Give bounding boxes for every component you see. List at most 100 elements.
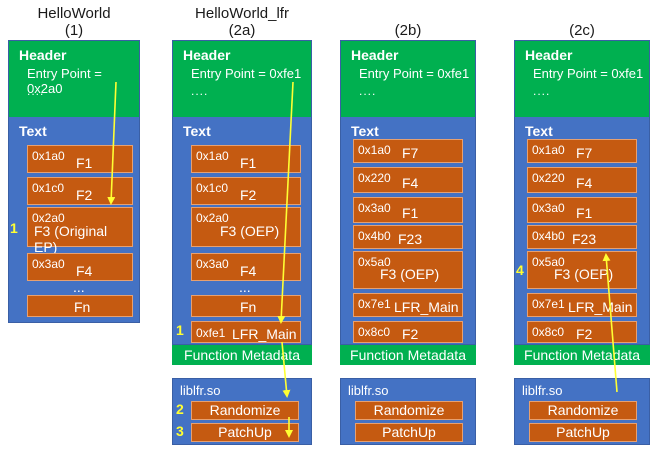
function-name: F23: [398, 231, 423, 247]
step-4-marker: 4: [516, 262, 524, 278]
step-3-marker: 3: [176, 423, 184, 439]
function-metadata-2b: Function Metadata: [340, 345, 476, 365]
function-address: 0x5a0: [532, 255, 565, 269]
function-address: 0x8c0: [358, 325, 391, 339]
function-address: 0x1a0: [358, 143, 391, 157]
header-section-2b: Header Entry Point = 0xfe1 ....: [341, 41, 475, 117]
step-2-marker: 2: [176, 401, 184, 417]
binary-panel-2c: Header Entry Point = 0xfe1 .... Text 0x1…: [514, 40, 650, 345]
function-name: LFR_Main: [232, 326, 297, 342]
function-block: 0x7e1 LFR_Main: [353, 293, 463, 317]
function-address: 0x3a0: [32, 257, 65, 271]
function-block: 0x3a0 F1: [527, 197, 637, 223]
function-block: 0x5a0 F3 (OEP): [527, 251, 637, 289]
function-name: Fn: [240, 299, 257, 315]
column-title-1-name: HelloWorld: [37, 5, 111, 22]
function-address: 0x1a0: [532, 143, 565, 157]
randomize-block: Randomize: [191, 401, 299, 420]
function-metadata-2a: Function Metadata: [172, 345, 312, 365]
function-name: F4: [576, 175, 593, 191]
randomize-block: Randomize: [355, 401, 463, 420]
function-name: F3 (OEP): [554, 266, 614, 282]
function-block: 0x1a0 F7: [527, 139, 637, 163]
function-address: 0x7e1: [358, 297, 391, 311]
column-title-1: HelloWorld (1): [8, 5, 140, 39]
function-block: 0x5a0 F3 (OEP): [353, 251, 463, 289]
function-block: 0x3a0 F4: [27, 253, 133, 281]
header-title: Header: [183, 47, 231, 63]
function-block: 0x1a0 F7: [353, 139, 463, 163]
function-name: F4: [402, 175, 419, 191]
function-name: F3 (Original EP): [34, 223, 108, 255]
function-block: 0x1a0 F1: [191, 145, 301, 173]
function-block: 0xfe1 LFR_Main: [191, 321, 301, 343]
function-address: 0x1c0: [196, 181, 229, 195]
function-block: 0x1c0 F2: [191, 177, 301, 205]
function-name: F2: [402, 326, 419, 342]
function-ellipsis: ...: [239, 279, 251, 295]
header-dots: ....: [191, 84, 209, 98]
function-address: 0x2a0: [32, 211, 65, 225]
function-block: Fn: [191, 295, 301, 317]
function-block: 0x7e1 LFR_Main: [527, 293, 637, 317]
function-block: 0x2a0 F3 (OEP): [191, 207, 301, 247]
function-block: 0x8c0 F2: [353, 321, 463, 343]
entry-point-2c: Entry Point = 0xfe1: [533, 66, 644, 81]
function-address: 0x7e1: [532, 297, 565, 311]
function-address: 0x3a0: [358, 201, 391, 215]
text-section-label: Text: [19, 123, 47, 139]
function-address: 0x2a0: [196, 211, 229, 225]
function-name: F1: [402, 205, 419, 221]
function-address: 0x3a0: [532, 201, 565, 215]
column-title-2b-sub: (2b): [394, 22, 422, 39]
column-title-2a-sub: (2a): [228, 22, 256, 39]
header-section-1: Header Entry Point = 0x2a0 ....: [9, 41, 139, 117]
binary-panel-2b: Header Entry Point = 0xfe1 .... Text 0x1…: [340, 40, 476, 345]
function-address: 0x4b0: [358, 229, 391, 243]
entry-point-2a: Entry Point = 0xfe1: [191, 66, 302, 81]
function-name: F7: [402, 145, 419, 161]
arrow-entry-to-f3: [107, 81, 117, 205]
function-name: F1: [76, 155, 93, 171]
function-block: 0x2a0 F3 (Original EP): [27, 207, 133, 255]
function-block: 0x4b0 F23: [353, 225, 463, 249]
patchup-block: PatchUp: [191, 423, 299, 442]
step-1-marker: 1: [176, 322, 184, 338]
header-title: Header: [351, 47, 399, 63]
function-name: F1: [576, 205, 593, 221]
arrow-lfr-main-to-lib: [281, 341, 291, 398]
function-address: 0x4b0: [532, 229, 565, 243]
header-dots: ....: [27, 84, 45, 98]
function-address: 0x1c0: [32, 181, 65, 195]
function-name: F2: [76, 187, 93, 203]
column-title-2a-name: HelloWorld_lfr: [195, 5, 289, 22]
function-block: 0x1a0 F1: [27, 145, 133, 173]
function-address: 0x1a0: [196, 149, 229, 163]
column-title-2c: (2c): [514, 22, 650, 39]
function-block: 0x8c0 F2: [527, 321, 637, 343]
function-name: F1: [240, 155, 257, 171]
text-section-label: Text: [183, 123, 211, 139]
arrow-lib-to-f3: [602, 253, 618, 393]
function-address: 0x1a0: [32, 149, 65, 163]
column-title-2a: HelloWorld_lfr (2a): [172, 5, 312, 39]
function-name: F2: [240, 187, 257, 203]
function-address: 0x5a0: [358, 255, 391, 269]
function-ellipsis: ...: [73, 279, 85, 295]
lib-panel-2c: liblfr.so Randomize PatchUp: [514, 378, 650, 445]
function-name: F3 (OEP): [380, 266, 440, 282]
function-block: 0x1c0 F2: [27, 177, 133, 205]
text-section-label: Text: [525, 123, 553, 139]
patchup-block: PatchUp: [355, 423, 463, 442]
function-name: LFR_Main: [568, 299, 633, 315]
function-address: 0x220: [358, 171, 391, 185]
lib-name: liblfr.so: [522, 383, 563, 398]
function-name: F2: [576, 326, 593, 342]
text-section-label: Text: [351, 123, 379, 139]
patchup-block: PatchUp: [529, 423, 637, 442]
function-name: F4: [240, 263, 257, 279]
lib-name: liblfr.so: [348, 383, 389, 398]
header-dots: ....: [533, 84, 551, 98]
randomize-block: Randomize: [529, 401, 637, 420]
